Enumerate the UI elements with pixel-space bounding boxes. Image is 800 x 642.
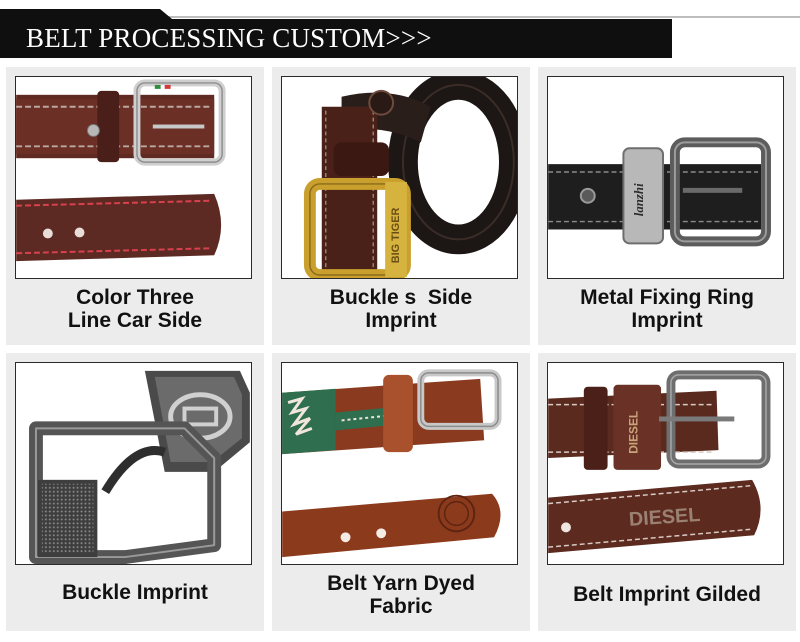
belt-photo-buckle-logo: [15, 362, 252, 565]
fixing-ring-illustration: lanzhi: [548, 137, 771, 247]
buckle-side-imprint: BIG TIGER: [390, 207, 402, 263]
belt-photo-stitching: [15, 76, 252, 279]
card-caption: Belt Yarn Dyed Fabric: [327, 572, 475, 618]
card-caption: Buckle s Side Imprint: [329, 286, 473, 332]
card-buckle-imprint[interactable]: Buckle Imprint: [6, 353, 264, 631]
header-title: BELT PROCESSING CUSTOM>>>: [26, 23, 432, 53]
gold-buckle-illustration: BIG TIGER: [303, 77, 517, 278]
card-belt-yarn-dyed[interactable]: Belt Yarn Dyed Fabric: [272, 353, 530, 631]
yarn-fabric-illustration: [282, 369, 502, 558]
card-buckle-side-imprint[interactable]: BIG TIGER Buckle s Side Imprint: [272, 67, 530, 345]
gilded-imprint-illustration: DIESEL DIESEL: [548, 370, 771, 554]
card-metal-fixing-ring[interactable]: lanzhi Metal Fixing Ring Imprint: [538, 67, 796, 345]
belt-photo-yarn-fabric: [281, 362, 518, 565]
belt-photo-gold-buckle: BIG TIGER: [281, 76, 518, 279]
card-belt-imprint-gilded[interactable]: DIESEL DIESEL Belt Imprint Gilded: [538, 353, 796, 631]
keeper-imprint: DIESEL: [626, 411, 640, 454]
fixing-ring-imprint: lanzhi: [632, 183, 646, 216]
card-caption: Buckle Imprint: [62, 581, 208, 604]
belt-stitching-illustration: [16, 79, 226, 262]
belt-photo-fixing-ring: lanzhi: [547, 76, 784, 279]
card-caption: Belt Imprint Gilded: [573, 583, 761, 606]
card-caption: Metal Fixing Ring Imprint: [580, 286, 754, 332]
header-rule: [0, 16, 800, 18]
buckle-logo-illustration: [29, 370, 250, 564]
card-color-three-line[interactable]: Color Three Line Car Side: [6, 67, 264, 345]
belt-photo-gilded: DIESEL DIESEL: [547, 362, 784, 565]
card-caption: Color Three Line Car Side: [67, 286, 203, 332]
gilded-imprint: DIESEL: [628, 504, 701, 531]
section-header: BELT PROCESSING CUSTOM>>>: [0, 0, 800, 62]
